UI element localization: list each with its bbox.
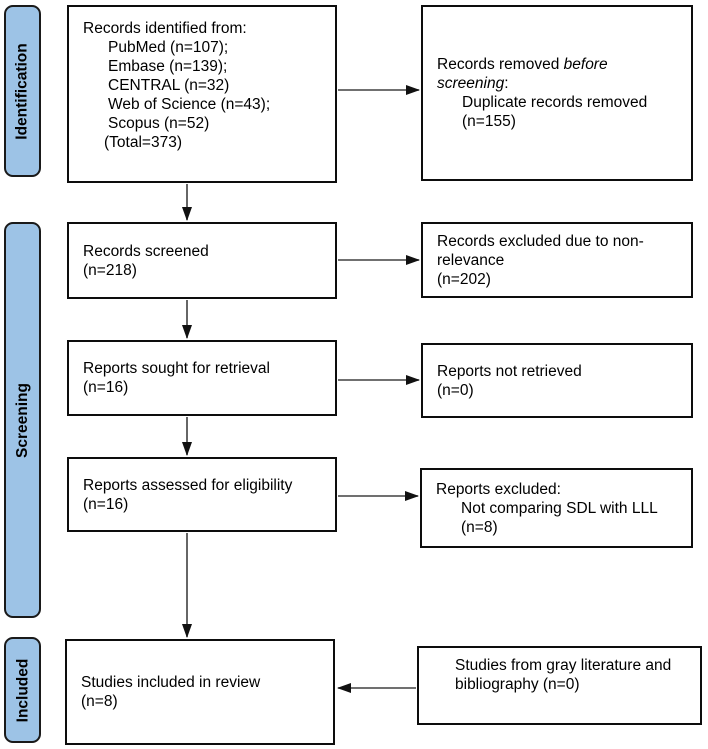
box-count: (n=202) <box>437 270 491 288</box>
detail-item: Duplicate records removed <box>462 94 648 111</box>
detail-item: (n=8) <box>461 518 498 536</box>
box-reports-excluded: Reports excluded: Not comparing SDL with… <box>420 468 693 548</box>
box-title: Records identified from: <box>83 20 247 37</box>
source-item: Embase (n=139); <box>108 58 228 75</box>
box-records-screened: Records screened (n=218) <box>67 222 337 299</box>
stage-bar-included: Included <box>4 637 41 743</box>
box-records-excluded-nonrelevance: Records excluded due to non- relevance (… <box>421 222 693 298</box>
box-line: Studies included in review <box>81 674 261 691</box>
source-total: (Total=373) <box>104 134 182 151</box>
box-gray-literature: Studies from gray literature and bibliog… <box>417 646 702 725</box>
box-line: Records excluded due to non- <box>437 232 644 250</box>
stage-bar-screening: Screening <box>4 222 41 618</box>
box-title: Reports excluded: <box>436 480 561 498</box>
source-item: CENTRAL (n=32) <box>108 77 230 94</box>
stage-label-included: Included <box>14 658 32 722</box>
box-line: bibliography (n=0) <box>455 676 580 693</box>
box-title: Records removed before <box>437 55 683 74</box>
box-count: (n=16) <box>83 495 129 513</box>
box-line: Reports not retrieved <box>437 362 582 380</box>
detail-item: (n=155) <box>462 113 516 130</box>
source-item: Web of Science (n=43); <box>108 96 271 113</box>
box-reports-assessed: Reports assessed for eligibility (n=16) <box>67 457 337 532</box>
box-line: Reports sought for retrieval <box>83 360 270 377</box>
box-count: (n=0) <box>437 381 474 399</box>
source-item: PubMed (n=107); <box>108 39 229 56</box>
stage-label-identification: Identification <box>14 42 32 140</box>
box-reports-sought: Reports sought for retrieval (n=16) <box>67 340 337 416</box>
box-studies-included: Studies included in review (n=8) <box>65 639 335 745</box>
box-title-cont: screening: <box>437 74 683 93</box>
box-line: relevance <box>437 251 505 269</box>
title-italic: screening <box>437 75 505 92</box>
title-italic: before <box>563 56 608 73</box>
box-count: (n=16) <box>83 379 129 396</box>
title-colon: : <box>504 75 509 92</box>
box-line: Studies from gray literature and <box>455 657 672 674</box>
stage-bar-identification: Identification <box>4 5 41 177</box>
box-count: (n=8) <box>81 693 118 710</box>
title-text: Records removed <box>437 56 564 73</box>
stage-label-screening: Screening <box>14 382 32 458</box>
box-records-removed: Records removed before screening: Duplic… <box>421 5 693 181</box>
box-line: Reports assessed for eligibility <box>83 476 293 494</box>
source-item: Scopus (n=52) <box>108 115 210 132</box>
box-line: Records screened <box>83 242 209 260</box>
detail-item: Not comparing SDL with LLL <box>461 499 658 517</box>
box-records-identified: Records identified from: PubMed (n=107);… <box>67 5 337 183</box>
box-count: (n=218) <box>83 261 137 279</box>
box-reports-not-retrieved: Reports not retrieved (n=0) <box>421 343 693 418</box>
